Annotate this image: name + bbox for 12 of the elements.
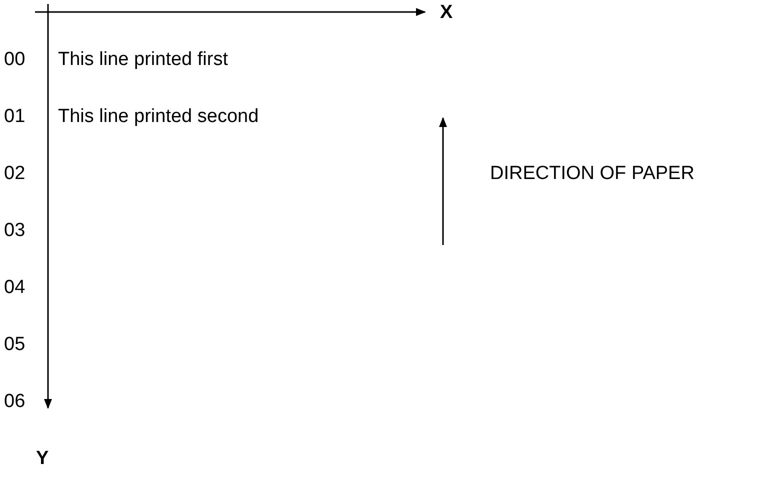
axis-label: X <box>440 2 453 24</box>
row-number: 01 <box>4 106 26 128</box>
axis-label: Y <box>36 448 49 470</box>
row-number: 02 <box>4 163 26 185</box>
row-number: 06 <box>4 391 26 413</box>
row-number: 05 <box>4 334 26 356</box>
direction-label: DIRECTION OF PAPER <box>490 163 694 185</box>
row-number: 04 <box>4 277 26 299</box>
line-text: This line printed first <box>58 49 228 71</box>
line-text: This line printed second <box>58 106 259 128</box>
row-number: 03 <box>4 220 26 242</box>
row-number: 00 <box>4 49 26 71</box>
